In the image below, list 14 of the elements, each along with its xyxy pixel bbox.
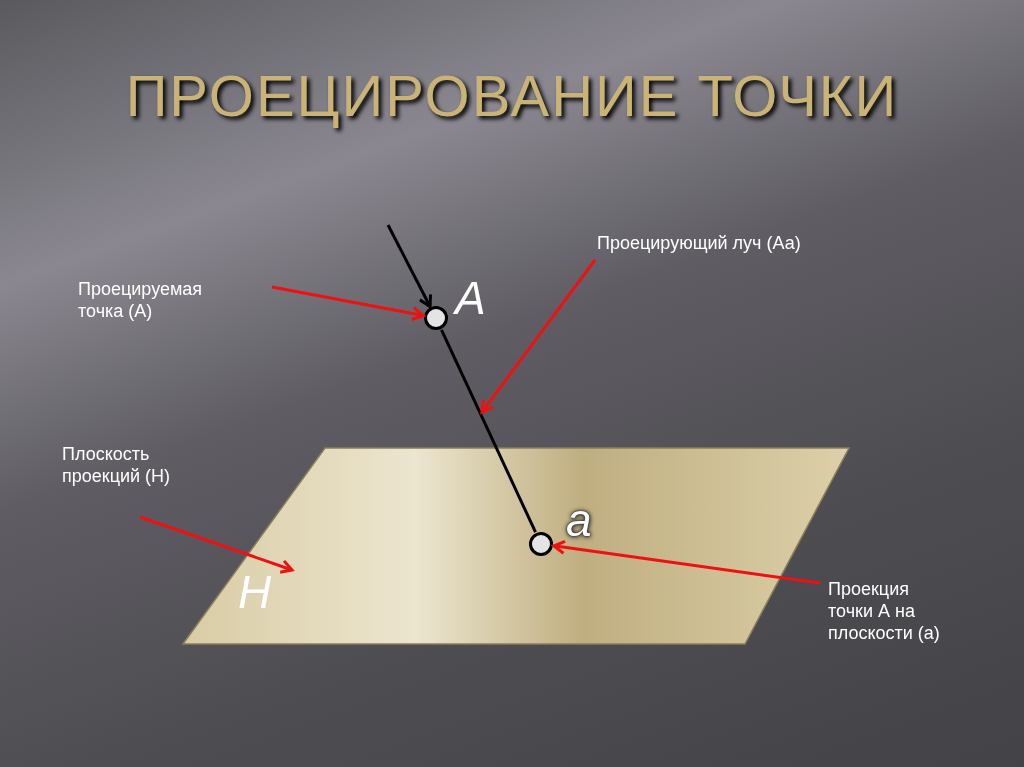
projecting-ray — [440, 329, 537, 533]
pointer-arrow — [552, 539, 821, 585]
callout-label: Плоскость проекций (Н) — [62, 443, 222, 487]
point-letter: a — [566, 497, 592, 543]
pointer-arrow — [139, 515, 294, 574]
callout-label: Проецируемая точка (А) — [78, 278, 238, 322]
ray-arrow — [386, 224, 433, 308]
plane-letter: H — [238, 567, 272, 617]
slide-title: ПРОЕЦИРОВАНИЕ ТОЧКИ — [124, 62, 900, 129]
pointer-arrow — [480, 259, 597, 414]
callout-label: Проекция точки А на плоскости (а) — [828, 578, 950, 644]
callout-label: Проецирующий луч (Аа) — [597, 232, 897, 254]
point-letter: A — [455, 275, 486, 321]
pointer-arrow — [271, 285, 425, 322]
